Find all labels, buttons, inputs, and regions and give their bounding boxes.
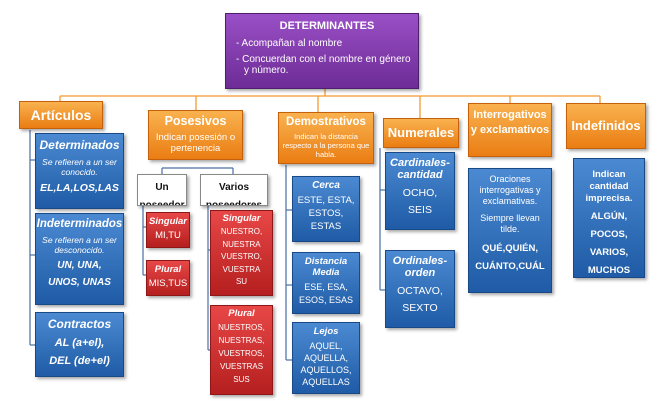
lejos-item-3: AQUELLOS, [300,365,352,375]
node-cerca: Cerca ESTE, ESTA, ESTOS, ESTAS [292,176,360,242]
node-ordinales: Ordinales-orden OCTAVO, SEXTO [385,250,455,328]
indeterminados-example-1: UN, UNA, [57,260,102,271]
node-posesivos: Posesivos Indican posesión o pertenencia [148,110,243,160]
plural-varios-item-1: NUESTROS, [218,323,265,332]
cerca-title: Cerca [312,180,340,191]
media-item-1: ESE, ESA, [304,282,348,292]
node-indefinidos: Indefinidos [566,103,646,149]
plural-un-items: MIS,TUS [148,278,188,289]
node-plural-un: Plural MIS,TUS [146,260,190,296]
node-singular-un: Singular MI,TU [146,212,190,248]
singular-un-items: MI,TU [155,230,181,241]
ordinales-item-1: OCTAVO, [397,285,443,297]
node-demostrativos: Demostrativos Indican la distancia respe… [278,112,374,164]
lejos-item-4: AQUELLAS [302,377,350,387]
indefinidos-example-1: ALGÚN, [590,211,628,222]
contractos-example-1: AL (a+el), [54,337,105,349]
interrogativos-title: Interrogativos y exclamativos [470,109,550,136]
root-node-determinantes: DETERMINANTES - Acompañan al nombre - Co… [225,13,419,89]
node-interrogativos-desc: Oraciones interrogativas y exclamativas.… [468,168,552,293]
lejos-title: Lejos [313,326,339,337]
indefinidos-example-3: VARIOS, [589,247,629,258]
ordinales-item-2: SEXTO [402,302,438,314]
singular-un-label: Singular [148,216,187,227]
posesivos-title: Posesivos [164,114,227,128]
cardinales-item-2: SEIS [408,204,432,216]
determinados-desc: Se refieren a un ser conocido. [42,157,117,177]
determinados-examples: EL,LA,LOS,LAS [40,182,119,194]
interrogativos-desc-1: Oraciones interrogativas y exclamativas. [479,174,541,206]
lejos-item-2: AQUELLA, [303,353,349,363]
numerales-title: Numerales [387,125,455,140]
lejos-item-1: AQUEL, [309,341,343,351]
indeterminados-desc: Se refieren a un ser desconocido. [42,235,117,255]
cardinales-title: Cardinales-cantidad [390,157,450,181]
contractos-example-2: DEL (de+el) [49,355,110,367]
media-title: Distancia Media [304,256,348,278]
indefinidos-example-4: MUCHOS [587,265,631,276]
ordinales-title: Ordinales-orden [392,255,448,279]
cerca-item-3: ESTAS [310,221,342,232]
articulos-title: Artículos [30,107,92,123]
plural-varios-item-4: VUESTRAS [219,362,264,371]
node-cardinales: Cardinales-cantidad OCHO, SEIS [385,152,455,230]
singular-varios-item-4: VUESTRA [222,264,261,274]
demostrativos-desc: Indican la distancia respecto a la perso… [282,132,370,159]
root-line-3: y número. [244,65,289,76]
node-numerales: Numerales [383,118,459,148]
un-poseedor-label: Un poseedor [139,182,185,206]
node-contractos: Contractos AL (a+el), DEL (de+el) [35,312,124,377]
node-plural-varios: Plural NUESTROS, NUESTRAS, VUESTROS, VUE… [210,305,273,395]
singular-varios-item-1: NUESTRO, [220,227,263,236]
root-line-2: - Concuerdan con el nombre en género [236,54,411,65]
node-indeterminados: Indeterminados Se refieren a un ser desc… [35,213,124,305]
node-distancia-media: Distancia Media ESE, ESA, ESOS, ESAS [292,252,360,314]
plural-varios-label: Plural [228,308,255,319]
interrogativos-desc-2: Siempre llevan tilde. [480,213,540,234]
node-singular-varios: Singular NUESTRO, NUESTRA VUESTRO, VUEST… [210,210,273,296]
cardinales-item-1: OCHO, [402,187,438,199]
interrogativos-example-1: QUÉ,QUIÉN, [482,243,538,254]
plural-varios-item-3: VUESTROS, [218,349,265,358]
node-lejos: Lejos AQUEL, AQUELLA, AQUELLOS, AQUELLAS [292,322,360,394]
singular-varios-item-5: SU [235,277,248,286]
node-indefinidos-desc: Indican cantidad imprecisa. ALGÚN, POCOS… [573,158,645,278]
contractos-title: Contractos [47,317,112,331]
media-item-2: ESOS, ESAS [298,295,354,305]
cerca-item-1: ESTE, ESTA, [297,195,355,206]
plural-un-label: Plural [154,264,182,275]
root-title: DETERMINANTES [279,20,375,32]
posesivos-desc: Indican posesión o pertenencia [155,132,236,154]
singular-varios-item-3: VUESTRO, [221,252,262,261]
cerca-item-2: ESTOS, [308,208,344,219]
singular-varios-label: Singular [222,213,261,224]
varios-poseedores-label: Varios poseedores [205,182,263,206]
node-varios-poseedores: Varios poseedores [200,174,268,206]
interrogativos-example-2: CUÁNTO,CUÁL [475,261,545,272]
plural-varios-item-5: SUS [233,375,250,384]
node-un-poseedor: Un poseedor [137,174,187,206]
indefinidos-desc: Indican cantidad imprecisa. [585,169,633,204]
node-articulos: Artículos [19,101,103,129]
singular-varios-item-2: NUESTRA [222,239,261,249]
demostrativos-title: Demostrativos [286,116,366,128]
determinados-title: Determinados [39,138,120,152]
indeterminados-example-2: UNOS, UNAS [48,277,111,288]
indeterminados-title: Indeterminados [36,218,123,230]
indefinidos-title: Indefinidos [571,118,641,133]
node-interrogativos: Interrogativos y exclamativos [468,103,552,157]
root-line-1: - Acompañan al nombre [236,38,343,49]
indefinidos-example-2: POCOS, [590,229,628,240]
plural-varios-item-2: NUESTRAS, [218,336,265,345]
node-determinados: Determinados Se refieren a un ser conoci… [35,133,124,209]
